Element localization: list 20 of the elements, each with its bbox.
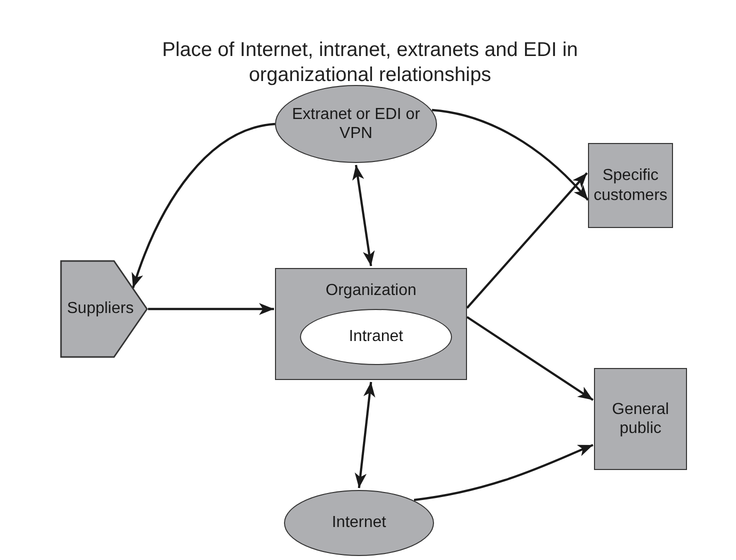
rectangle-node — [588, 143, 673, 228]
arrow — [466, 172, 588, 309]
arrow — [414, 444, 594, 502]
arrow — [432, 108, 589, 201]
node-label: Suppliers — [67, 299, 134, 319]
arrow — [148, 303, 274, 315]
rectangle-node — [594, 368, 687, 470]
node-label: Extranet or EDI or VPN — [290, 104, 422, 144]
node-label: Organization — [326, 281, 416, 300]
pentagon-node — [60, 260, 148, 358]
node-label: General public — [611, 400, 670, 438]
arrow — [466, 316, 594, 401]
arrow — [352, 164, 375, 266]
arrow — [354, 382, 376, 488]
arrow — [132, 122, 276, 288]
rectangle-node — [275, 268, 467, 380]
node-label: Internet — [330, 513, 388, 533]
diagram-title: Place of Internet, intranet, extranets and EDI in organizational relationships — [161, 38, 579, 88]
node-label: Intranet — [348, 327, 404, 347]
node-label: Specific customers — [592, 166, 668, 205]
